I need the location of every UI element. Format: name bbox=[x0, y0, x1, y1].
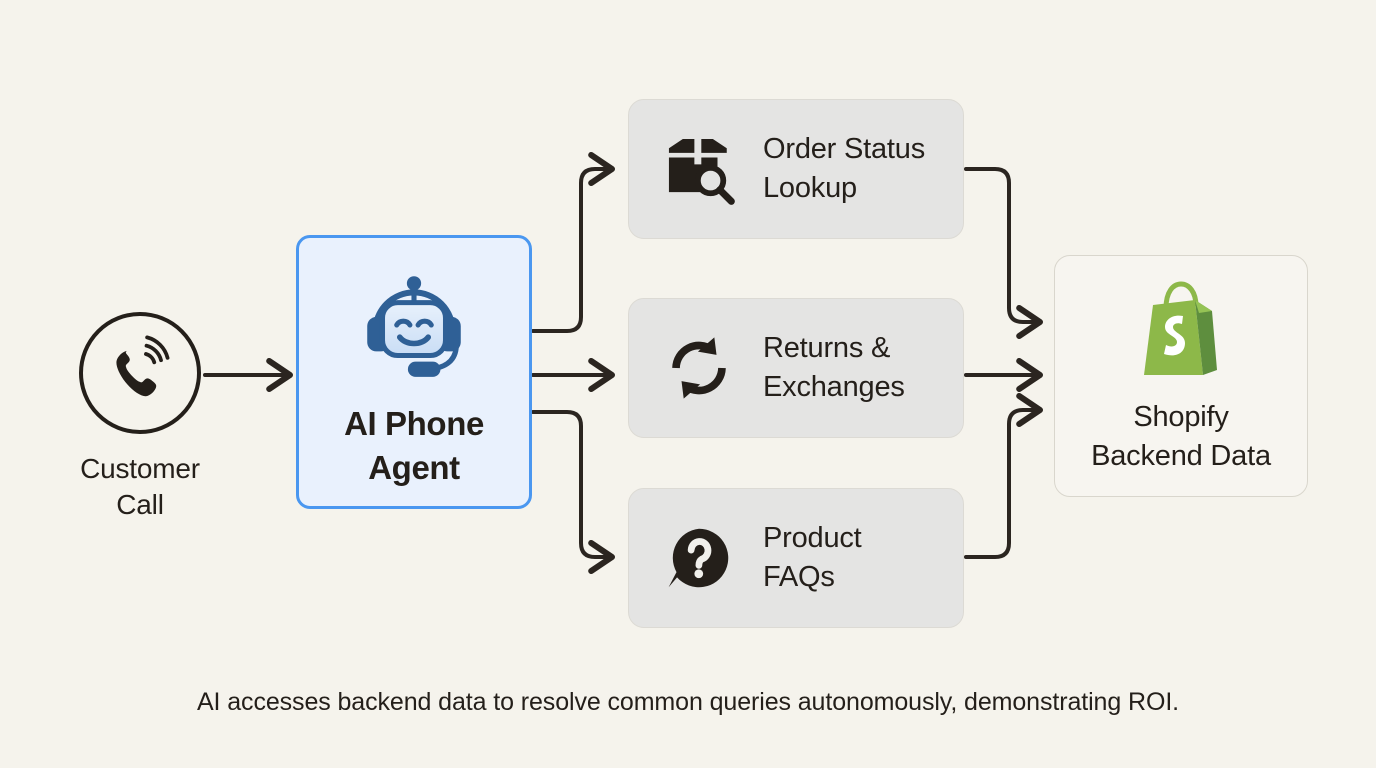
ai-agent-label: AI Phone Agent bbox=[344, 402, 484, 490]
order-status-lookup-label-line2: Lookup bbox=[763, 172, 857, 204]
product-faqs-label-line1: Product bbox=[763, 522, 862, 555]
returns-exchanges-label-line2: Exchanges bbox=[763, 371, 905, 403]
node-ai-phone-agent[interactable]: AI Phone Agent bbox=[296, 235, 532, 509]
order-status-lookup-label-line1: Order Status bbox=[763, 133, 925, 166]
shopify-label-line2: Backend Data bbox=[1091, 439, 1271, 472]
node-product-faqs[interactable]: Product FAQs bbox=[628, 488, 964, 628]
node-returns-exchanges[interactable]: Returns & Exchanges bbox=[628, 298, 964, 438]
connector-faqs-to-backend bbox=[964, 393, 1044, 559]
order-status-lookup-label: Order Status Lookup bbox=[763, 130, 925, 207]
connector-order-status-to-backend bbox=[964, 167, 1044, 339]
node-order-status-lookup[interactable]: Order Status Lookup bbox=[628, 99, 964, 239]
product-faqs-label-line2: FAQs bbox=[763, 561, 835, 593]
customer-call-label: Customer Call bbox=[55, 451, 225, 523]
refresh-cycle-icon bbox=[661, 330, 737, 406]
product-faqs-label: Product FAQs bbox=[763, 519, 862, 596]
ai-agent-label-line1: AI Phone bbox=[344, 405, 484, 442]
phone-call-icon bbox=[116, 335, 170, 397]
returns-exchanges-label: Returns & Exchanges bbox=[763, 329, 905, 406]
shopify-backend-data-label: Shopify Backend Data bbox=[1091, 398, 1271, 475]
connector-agent-to-faqs bbox=[531, 410, 616, 574]
customer-call-label-line1: Customer bbox=[80, 453, 200, 484]
package-search-icon bbox=[661, 131, 737, 207]
diagram-caption: AI accesses backend data to resolve comm… bbox=[196, 688, 1180, 716]
node-shopify-backend-data[interactable]: Shopify Backend Data bbox=[1054, 255, 1308, 497]
shopify-label-line1: Shopify bbox=[1133, 401, 1229, 433]
question-bubble-icon bbox=[661, 520, 737, 596]
node-customer-call: Customer Call bbox=[55, 312, 225, 523]
returns-exchanges-label-line1: Returns & bbox=[763, 332, 891, 365]
robot-headset-icon bbox=[367, 276, 461, 377]
customer-call-label-line2: Call bbox=[116, 488, 164, 520]
ai-agent-label-line2: Agent bbox=[368, 448, 460, 486]
customer-call-circle bbox=[79, 312, 201, 434]
shopify-bag-icon bbox=[1144, 281, 1217, 375]
connector-agent-to-order-status bbox=[531, 152, 616, 333]
